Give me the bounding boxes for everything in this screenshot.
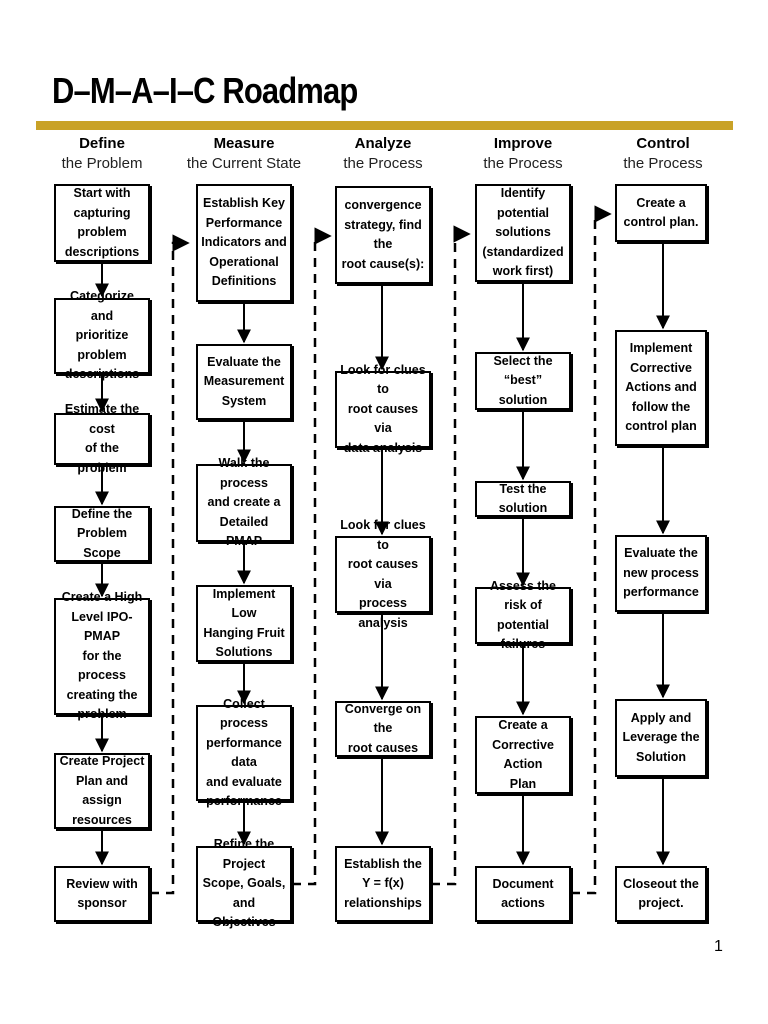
phase-link-measure-analyze <box>292 227 332 886</box>
step-measure-3: Walk the process and create a Detailed P… <box>196 456 292 548</box>
step-improve-3: Test the solution <box>475 481 571 517</box>
phase-link-improve-control <box>571 205 612 895</box>
column-subtitle: the Process <box>343 155 423 172</box>
column-header-define: Define the Problem <box>42 134 162 175</box>
step-measure-2: Evaluate the Measurement System <box>196 344 292 420</box>
phase-link-define-measure <box>150 234 190 895</box>
column-header-control: Control the Process <box>603 134 723 175</box>
step-improve-6: Document actions <box>475 866 571 922</box>
column-title: Control <box>636 135 690 152</box>
step-define-1: Start with capturing problem description… <box>54 184 150 262</box>
step-define-4: Define the Problem Scope <box>54 506 150 562</box>
column-header-improve: Improve the Process <box>463 134 583 175</box>
column-header-measure: Measure the Current State <box>184 134 304 175</box>
step-define-5: Create a High Level IPO-PMAP for the pro… <box>54 590 150 721</box>
step-define-3: Estimate the cost of the problem <box>54 402 150 475</box>
step-analyze-5: Establish the Y = f(x) relationships <box>335 846 431 922</box>
step-improve-2: Select the “best” solution <box>475 352 571 410</box>
step-control-2: Implement Corrective Actions and follow … <box>615 330 707 446</box>
step-analyze-1: convergence strategy, find the root caus… <box>335 186 431 284</box>
phase-link-analyze-improve <box>431 225 471 886</box>
column-subtitle: the Process <box>483 155 563 172</box>
step-measure-4: Implement Low Hanging Fruit Solutions <box>196 585 292 662</box>
step-control-4: Apply and Leverage the Solution <box>615 699 707 777</box>
step-measure-1: Establish Key Performance Indicators and… <box>196 184 292 302</box>
title-rule <box>36 121 733 130</box>
step-improve-1: Identify potential solutions (standardiz… <box>475 184 571 282</box>
step-analyze-4: Converge on the root causes <box>335 701 431 757</box>
page-number: 1 <box>714 938 723 955</box>
step-analyze-3: Look for clues to root causes via proces… <box>335 518 431 630</box>
step-improve-4: Assess the risk of potential failures <box>475 579 571 651</box>
column-subtitle: the Process <box>623 155 703 172</box>
column-header-analyze: Analyze the Process <box>323 134 443 175</box>
step-control-5: Closeout the project. <box>615 866 707 922</box>
column-title: Analyze <box>354 135 412 152</box>
step-improve-5: Create a Corrective Action Plan <box>475 716 571 794</box>
step-define-2: Categorize and prioritize problem descri… <box>54 289 150 381</box>
column-title: Measure <box>213 135 275 152</box>
column-subtitle: the Current State <box>186 155 302 172</box>
step-control-1: Create a control plan. <box>615 184 707 242</box>
column-title: Define <box>79 135 125 152</box>
step-measure-6: Refine the Project Scope, Goals, and Obj… <box>196 837 292 929</box>
page-title: D–M–A–I–C Roadmap <box>52 70 358 111</box>
step-analyze-2: Look for clues to root causes via data a… <box>335 363 431 455</box>
step-measure-5: Collect process performance data and eva… <box>196 697 292 808</box>
column-title: Improve <box>493 135 553 152</box>
column-subtitle: the Problem <box>61 155 143 172</box>
step-define-6: Create Project Plan and assign resources <box>54 753 150 829</box>
step-control-3: Evaluate the new process performance <box>615 535 707 612</box>
step-define-7: Review with sponsor <box>54 866 150 922</box>
